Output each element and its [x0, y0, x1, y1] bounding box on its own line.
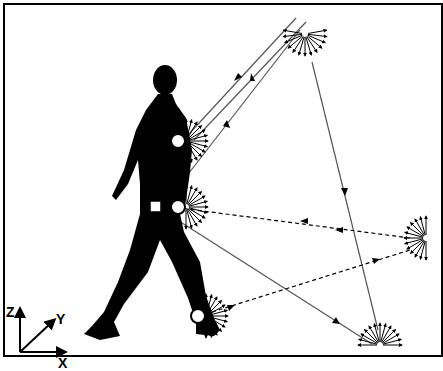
pattern-ray	[186, 119, 187, 138]
pattern-ray	[383, 345, 402, 346]
axis-label: X	[58, 356, 67, 370]
pattern-ray	[186, 144, 187, 163]
pattern-ray	[187, 210, 192, 228]
pattern-ray	[189, 135, 207, 140]
pattern-ray	[374, 324, 379, 342]
pattern-ray	[189, 141, 208, 142]
axis-arrow	[20, 322, 52, 352]
pattern-ray	[426, 241, 427, 260]
pattern-ray	[187, 144, 192, 162]
pattern-ray	[383, 339, 401, 344]
pattern-ray	[189, 207, 208, 208]
axis-label: Z	[6, 305, 15, 319]
axis-arrow	[20, 351, 62, 353]
pattern-ray	[283, 30, 302, 33]
pattern-ray	[209, 310, 227, 315]
pattern-ray	[186, 210, 187, 229]
pattern-ray	[358, 345, 377, 346]
pattern-ray	[283, 34, 302, 36]
pattern-ray	[405, 239, 423, 244]
pattern-ray	[209, 316, 228, 317]
pattern-ray	[420, 217, 425, 235]
pattern-ray	[207, 319, 212, 337]
pattern-ray	[404, 238, 423, 239]
pattern-ray	[308, 30, 327, 33]
pattern-ray	[306, 37, 311, 55]
antenna-patterns	[186, 30, 426, 345]
waist-hub-square	[150, 201, 161, 212]
sensor-nodes	[171, 134, 205, 323]
axis-arrow	[19, 312, 21, 352]
pattern-ray	[380, 323, 381, 342]
human-silhouette	[84, 65, 220, 340]
room-border	[4, 4, 442, 356]
pattern-ray	[305, 37, 306, 56]
path-arrowheads	[223, 73, 380, 324]
pattern-ray	[189, 201, 207, 206]
axis-label: Y	[56, 312, 65, 326]
pattern-ray	[186, 185, 187, 204]
pattern-ray	[206, 294, 207, 313]
pattern-ray	[426, 216, 427, 235]
pattern-ray	[307, 36, 322, 48]
pattern-ray	[206, 319, 207, 338]
